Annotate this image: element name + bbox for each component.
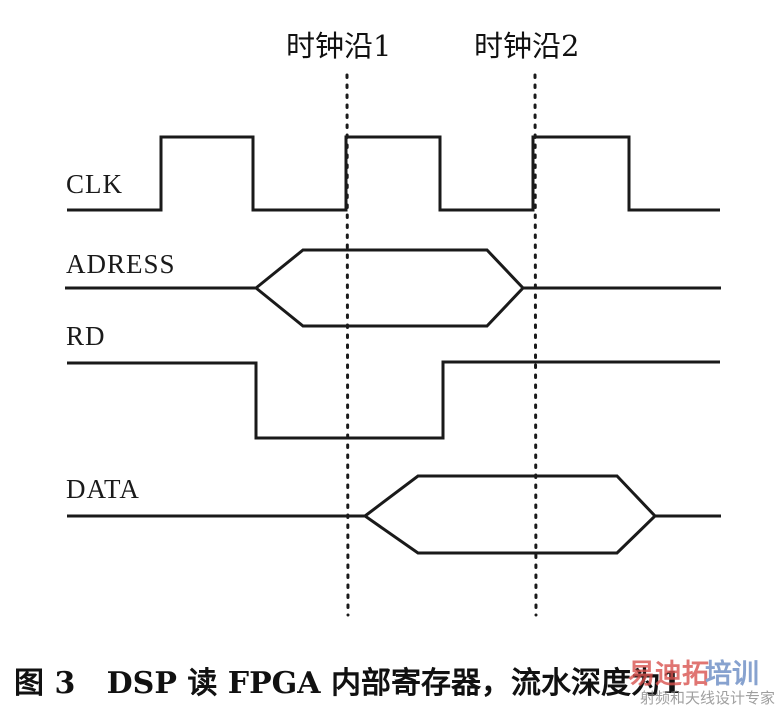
figure-caption: 图 3 DSP 读 FPGA 内部寄存器，流水深度为1 <box>14 666 682 701</box>
signal-label-rd: RD <box>66 321 106 351</box>
edge-label-1: 时钟沿1 <box>286 29 391 63</box>
adress-waveform-valid <box>253 248 526 328</box>
watermark-subtitle: 射频和天线设计专家 <box>640 689 775 707</box>
watermark: 易迪拓 培训 射频和天线设计专家 <box>628 659 775 707</box>
rd-waveform <box>67 360 720 440</box>
signal-label-data: DATA <box>66 474 140 504</box>
edge-label-2: 时钟沿2 <box>474 29 579 63</box>
signal-label-clk: CLK <box>66 169 123 199</box>
watermark-red-text: 易迪拓 <box>628 659 709 690</box>
clk-waveform <box>67 135 720 212</box>
edge-marker-line-2 <box>533 73 538 617</box>
signal-label-adress: ADRESS <box>66 249 176 279</box>
watermark-blue-text: 培训 <box>705 659 759 690</box>
data-waveform-valid <box>362 474 658 555</box>
